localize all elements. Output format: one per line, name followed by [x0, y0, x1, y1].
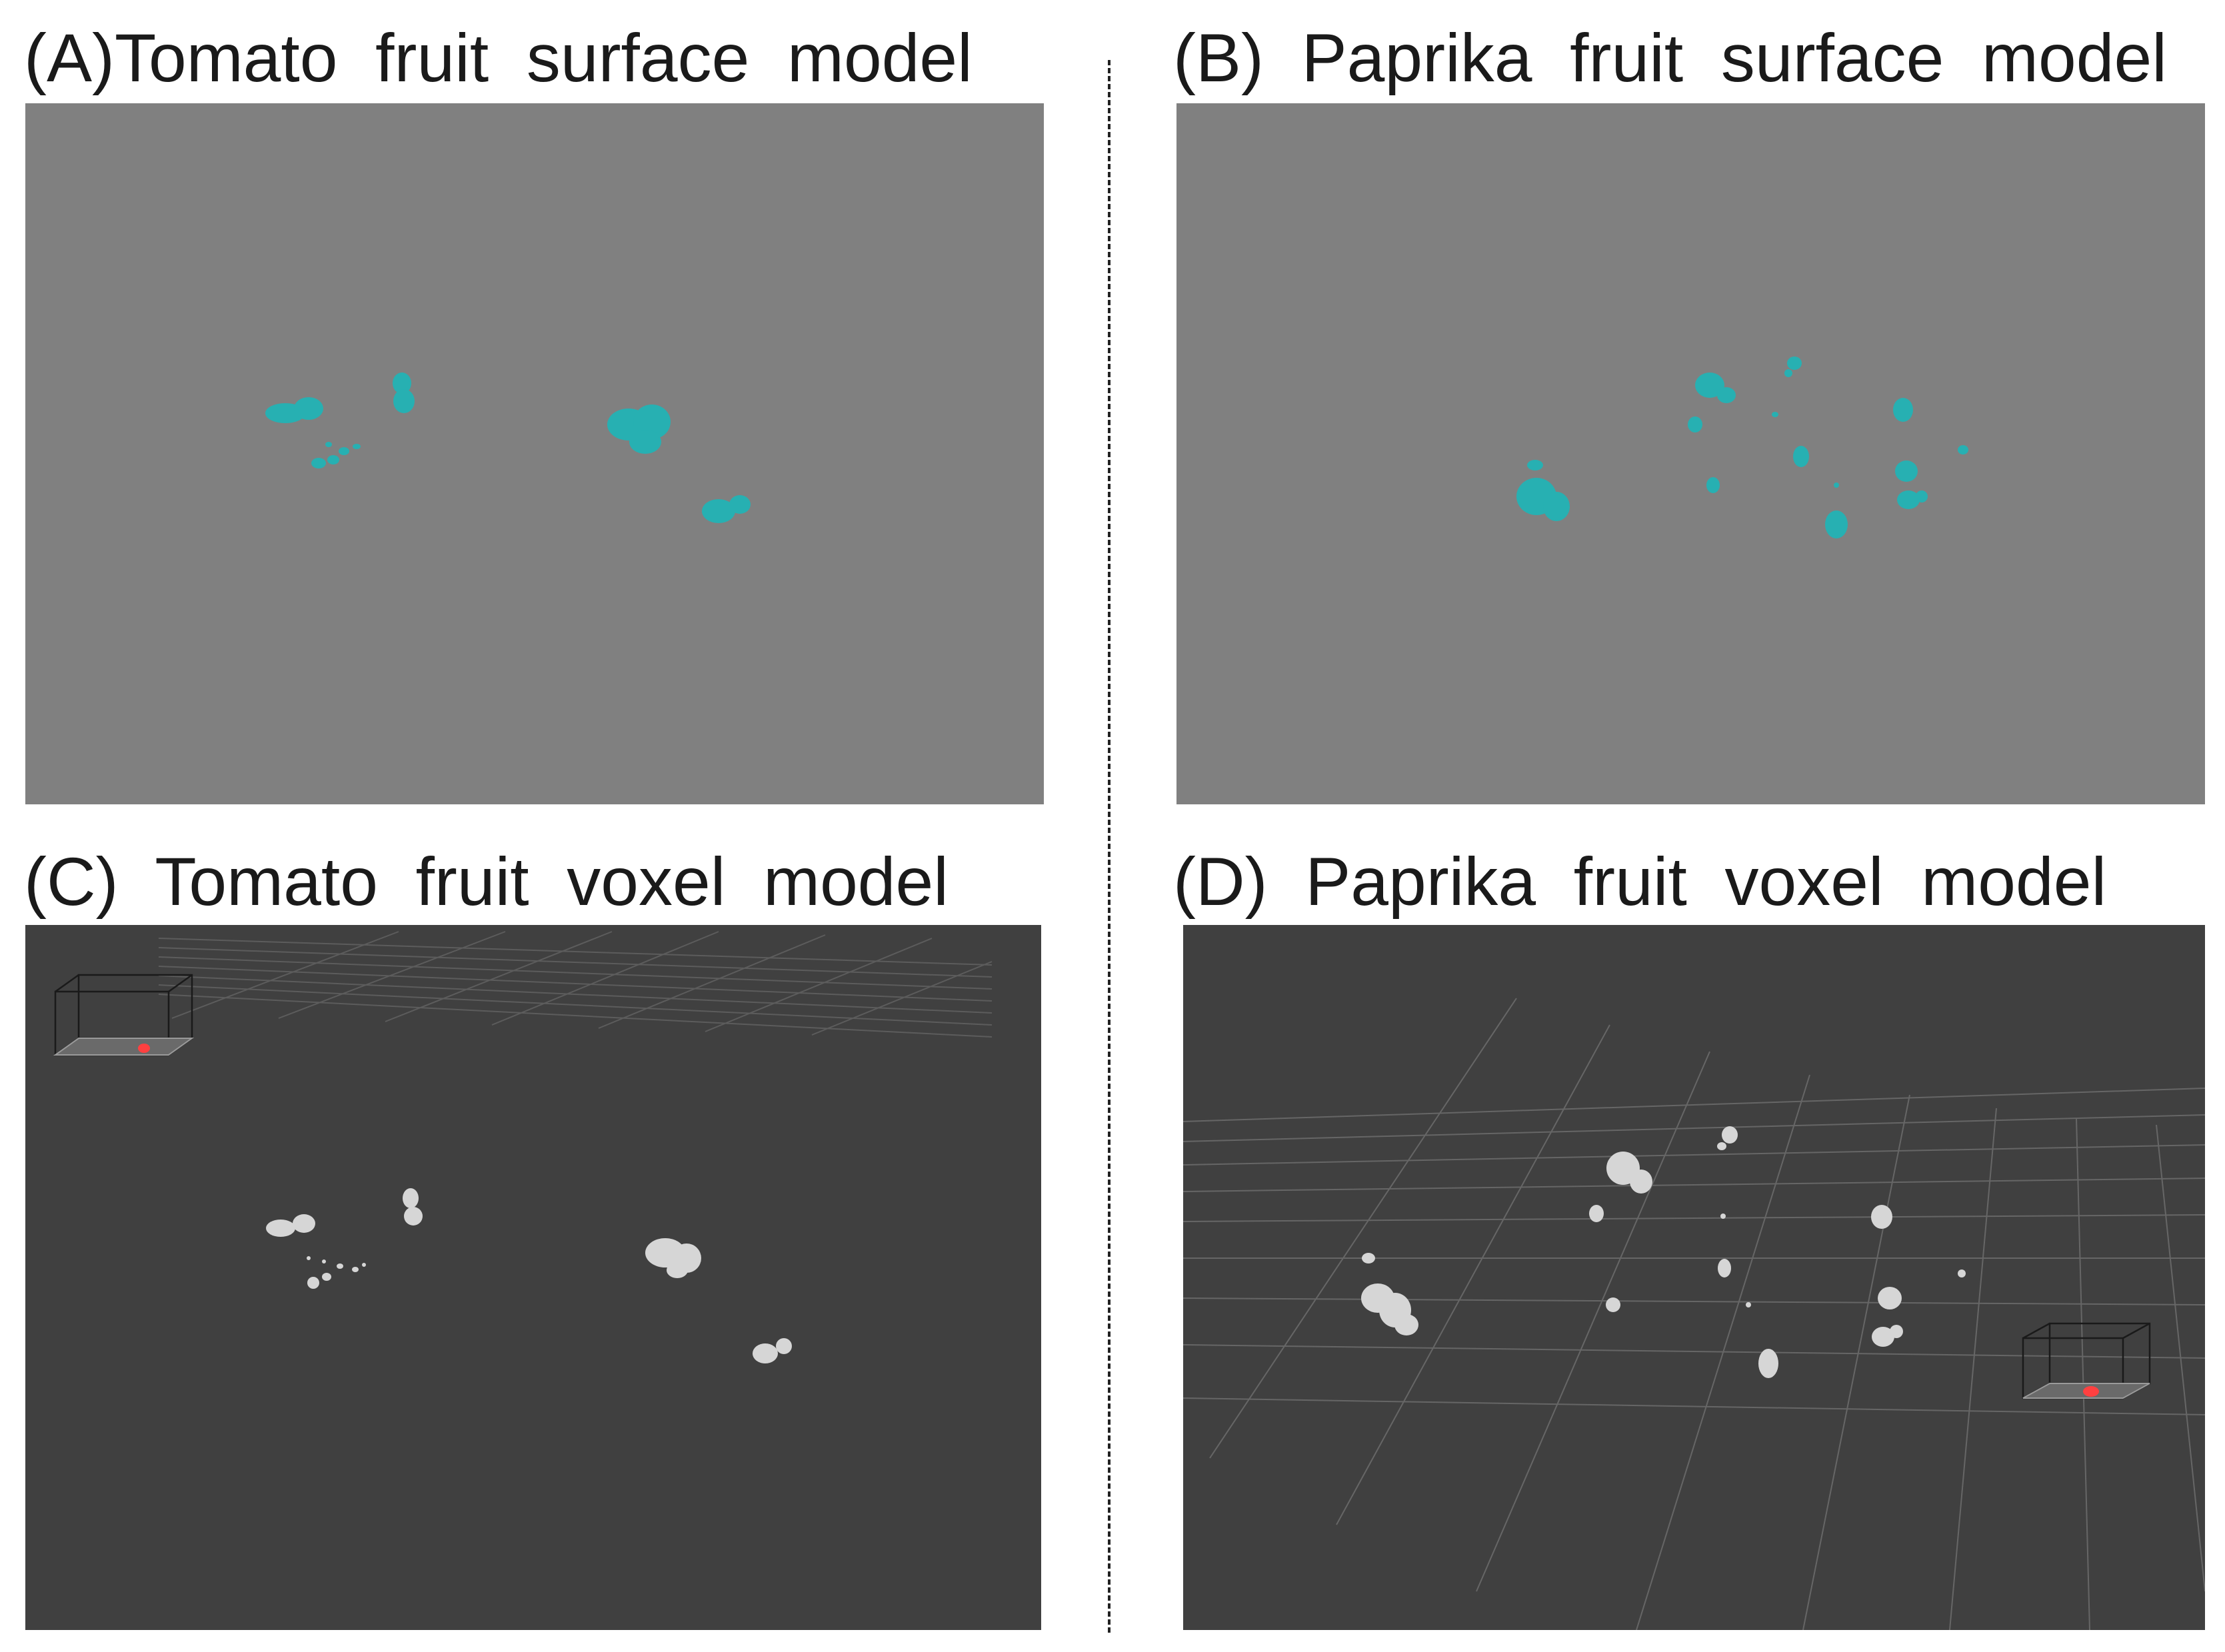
voxel-blob: [322, 1273, 331, 1281]
voxel-blob: [776, 1338, 792, 1354]
fruit-blob: [702, 499, 735, 523]
fruit-blob: [1958, 445, 1968, 454]
fruit-location-marker: [2083, 1386, 2099, 1397]
fruit-blob: [1793, 446, 1809, 467]
voxel-blob: [352, 1267, 359, 1272]
voxel-blob: [1362, 1253, 1375, 1263]
panel-divider: [1108, 60, 1111, 1633]
voxel-blob: [1630, 1170, 1652, 1194]
caption-c: (C) Tomato fruit voxel model: [24, 844, 949, 920]
voxel-blob: [1871, 1205, 1892, 1229]
panel-c-tomato-voxel-model: [25, 925, 1041, 1630]
panel-a-tomato-surface-model: [25, 103, 1044, 804]
render-background: [25, 103, 1044, 804]
fruit-blob: [1717, 387, 1736, 403]
fruit-blob: [729, 495, 751, 514]
paprika-voxel-render: [1183, 925, 2205, 1630]
fruit-blob: [393, 373, 411, 394]
fruit-blob: [1897, 490, 1920, 509]
voxel-blob: [293, 1214, 315, 1233]
caption-d: (D) Paprika fruit voxel model: [1173, 844, 2107, 920]
fruit-blob: [339, 447, 349, 455]
voxel-blob: [1589, 1205, 1604, 1222]
voxel-blob: [1394, 1314, 1418, 1335]
fruit-blob: [1543, 492, 1570, 521]
fruit-blob: [1527, 460, 1543, 470]
voxel-blob: [1718, 1259, 1731, 1277]
fruit-blob: [325, 442, 332, 447]
voxel-blob: [322, 1259, 326, 1263]
voxel-blob: [362, 1263, 366, 1267]
voxel-blob: [1878, 1287, 1902, 1309]
render-background: [1176, 103, 2205, 804]
voxel-blob: [337, 1263, 343, 1269]
voxel-blob: [1606, 1297, 1620, 1312]
tomato-surface-render: [25, 103, 1044, 804]
fruit-blob: [1706, 477, 1720, 493]
fruit-blob: [1916, 490, 1928, 502]
fruit-blob: [327, 455, 339, 464]
fruit-blob: [294, 397, 323, 420]
paprika-surface-render: [1176, 103, 2205, 804]
fruit-blob: [1772, 412, 1778, 417]
voxel-blob: [307, 1277, 319, 1289]
voxel-blob: [753, 1343, 778, 1363]
ground-grid: [158, 931, 993, 1038]
ground-grid: [1183, 998, 2205, 1630]
tomato-voxel-render: [25, 925, 1041, 1630]
fruit-blob: [1787, 357, 1802, 370]
voxel-blob: [266, 1220, 295, 1237]
panel-b-paprika-surface-model: [1176, 103, 2205, 804]
voxel-blob: [1720, 1214, 1726, 1219]
render-background: [1183, 925, 2205, 1630]
fruit-blob: [311, 458, 326, 468]
fruit-location-marker: [138, 1044, 150, 1053]
voxel-blob: [1872, 1327, 1894, 1347]
voxel-blob: [1746, 1302, 1751, 1307]
voxel-blob: [667, 1262, 688, 1278]
caption-a: (A)Tomato fruit surface model: [24, 20, 973, 96]
panel-d-paprika-voxel-model: [1183, 925, 2205, 1630]
bounding-box-floor: [53, 1038, 195, 1056]
voxel-blob: [307, 1256, 311, 1260]
voxel-blob: [1722, 1126, 1738, 1144]
voxel-blob: [1717, 1142, 1726, 1150]
voxel-blob: [1758, 1349, 1778, 1378]
fruit-blob: [1895, 460, 1918, 482]
fruit-blob: [1688, 416, 1702, 432]
fruit-blob: [353, 444, 361, 449]
voxel-blob: [403, 1188, 419, 1208]
voxel-blob: [1890, 1325, 1903, 1338]
voxel-blob: [1958, 1269, 1966, 1277]
fruit-blob: [1893, 398, 1913, 422]
fruit-blob: [1825, 510, 1848, 538]
voxel-blob: [404, 1207, 423, 1226]
fruit-blob: [1834, 482, 1839, 488]
fruit-blob: [393, 389, 415, 413]
fruit-blob: [1784, 369, 1792, 377]
caption-b: (B) Paprika fruit surface model: [1173, 20, 2167, 96]
fruit-blob: [1695, 373, 1724, 398]
fruit-blob: [629, 430, 661, 454]
render-background: [25, 925, 1041, 1630]
